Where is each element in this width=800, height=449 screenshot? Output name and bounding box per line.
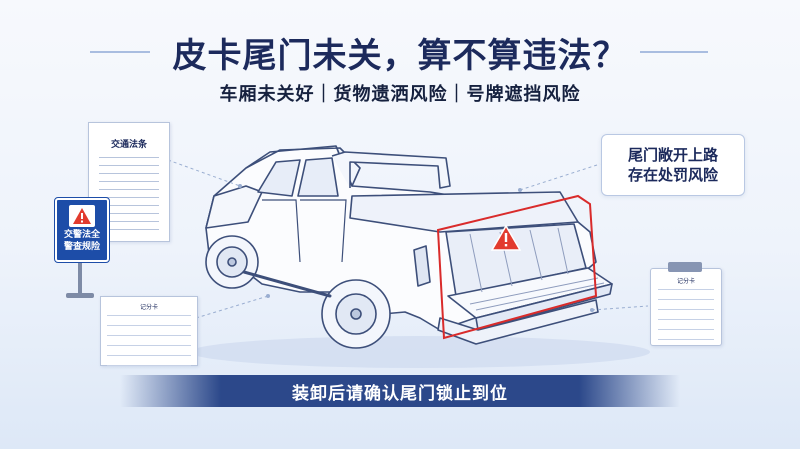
sign-text-line-2: 警查规险	[63, 242, 100, 252]
leader-lines	[167, 159, 649, 319]
door-lines	[262, 199, 347, 263]
traffic-sign-icon: 交警法全 警查规险	[54, 197, 110, 263]
bottom-banner-text: 装卸后请确认尾门锁止到位	[292, 383, 508, 404]
tail-light	[413, 245, 431, 287]
truck-hood	[205, 185, 263, 229]
front-window	[257, 159, 301, 197]
clipboard-title: 记分卡	[676, 278, 695, 285]
sign-warning-icon	[73, 208, 91, 224]
clipboard-icon: 记分卡	[650, 268, 722, 346]
title-decor-left	[90, 51, 150, 53]
page-subtitle: 车厢未关好｜货物遗洒风险｜号牌遮挡风险	[219, 84, 581, 105]
warning-triangle-icon	[490, 224, 522, 251]
sign-post	[78, 255, 82, 297]
page-title: 皮卡尾门未关，算不算违法？	[172, 36, 628, 76]
bottom-banner: 装卸后请确认尾门锁止到位	[120, 375, 680, 407]
clipboard-clip	[668, 262, 702, 272]
callout-line-2: 存在处罚风险	[627, 166, 718, 184]
penalty-risk-callout: 尾门敞开上路 存在处罚风险	[601, 134, 745, 196]
truck-bed	[349, 191, 579, 233]
title-decor-right	[640, 51, 708, 53]
roll-bar	[331, 151, 451, 189]
tailgate-edge	[475, 283, 613, 331]
highlight-box	[436, 194, 598, 340]
law-document-title: 交通法条	[110, 140, 147, 150]
rear-bumper	[437, 299, 599, 345]
score-card-title: 记分卡	[139, 304, 158, 311]
rear-window	[297, 157, 339, 197]
tailgate-ribs	[469, 277, 605, 311]
score-card-document: 记分卡	[100, 296, 198, 366]
sign-text-line-1: 交警法全	[63, 230, 100, 240]
sign-base	[66, 293, 94, 298]
side-step	[242, 270, 332, 298]
title-area: 皮卡尾门未关，算不算违法？	[0, 22, 800, 76]
callout-line-1: 尾门敞开上路	[627, 146, 718, 164]
truck-shadow	[190, 336, 650, 368]
